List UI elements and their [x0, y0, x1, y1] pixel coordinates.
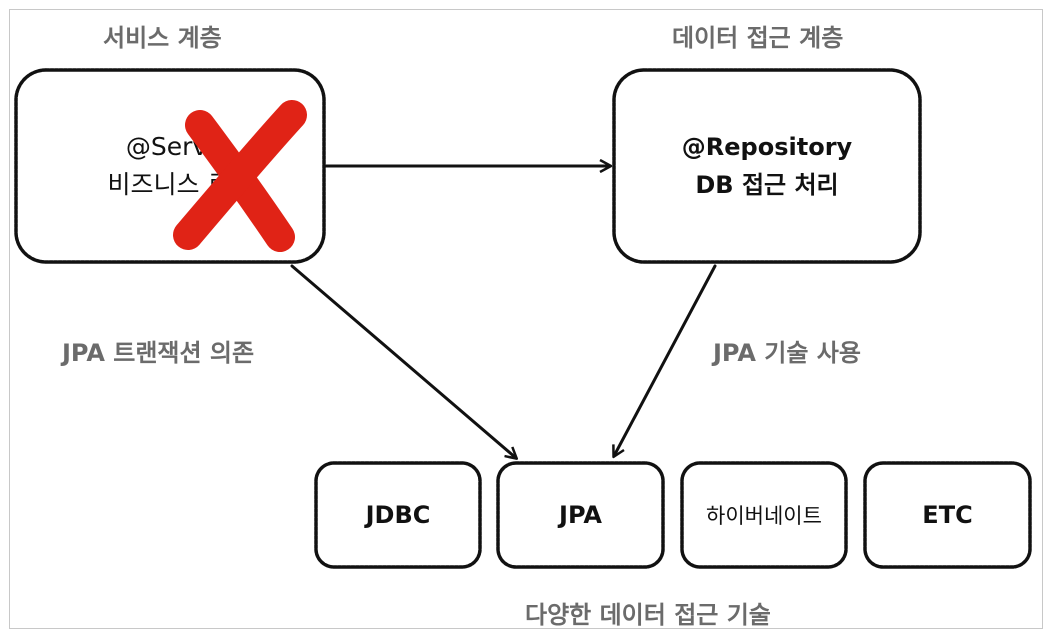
tech-box-etc: ETC [922, 501, 973, 529]
edge-label-repository-jpa: JPA 기술 사용 [713, 339, 861, 367]
edge-label-service-jpa: JPA 트랜잭션 의존 [62, 339, 255, 367]
repository-description: DB 접근 처리 [695, 171, 839, 199]
cross-mark-icon [173, 100, 307, 252]
repository-annotation: @Repository [681, 133, 853, 161]
service-layer-label: 서비스 계층 [103, 24, 222, 52]
tech-box-jdbc: JDBC [365, 501, 431, 529]
arrow-service-to-jpa [290, 264, 516, 458]
repository-box-outline [612, 68, 922, 264]
tech-layer-label: 다양한 데이터 접근 기술 [525, 601, 771, 629]
jdbc-box-outline [314, 461, 482, 569]
tech-box-hibernate: 하이버네이트 [706, 504, 822, 528]
tech-box-jpa: JPA [559, 501, 602, 529]
arrow-repository-to-jpa [614, 264, 717, 456]
service-box-outline [14, 68, 326, 264]
diagram-frame [9, 9, 1043, 629]
jpa-box-outline [496, 461, 665, 569]
repository-box: @Repository DB 접근 처리 [614, 70, 920, 262]
hibernate-box-outline [680, 461, 848, 569]
data-access-layer-label: 데이터 접근 계층 [672, 24, 844, 52]
etc-box-outline [863, 461, 1032, 569]
